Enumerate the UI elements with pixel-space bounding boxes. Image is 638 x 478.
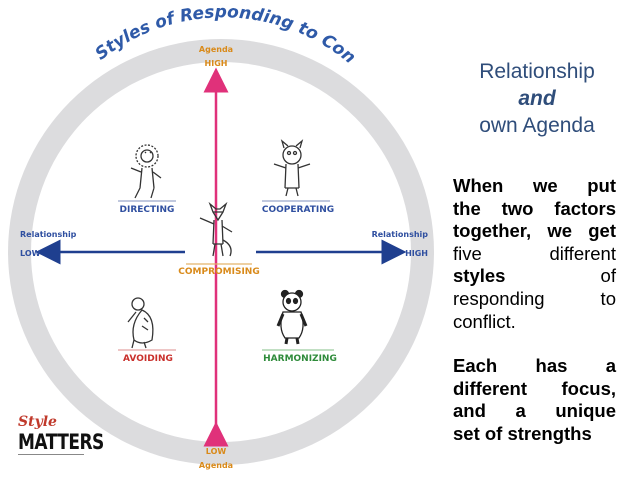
heading-relationship: Relationship bbox=[479, 60, 595, 83]
para1-line-3: together, we get bbox=[453, 220, 616, 242]
para1-line-2: the two factors bbox=[453, 197, 616, 219]
agenda-high-label: Agenda bbox=[199, 45, 233, 54]
agenda-low-label: Agenda bbox=[199, 461, 233, 470]
cooperating-figure-icon bbox=[273, 139, 311, 197]
explanation-text: When we put the two factors together, we… bbox=[453, 175, 616, 446]
side-heading: Relationship and own Agenda bbox=[452, 58, 622, 139]
harmonizing-label: HARMONIZING bbox=[263, 354, 337, 364]
conflict-styles-diagram: Five Styles of Responding to Conflict Ag… bbox=[0, 0, 434, 470]
para2-line-4: set of strengths bbox=[453, 422, 592, 444]
para2-line-2: different focus, bbox=[453, 377, 616, 399]
turtle-icon bbox=[127, 297, 154, 349]
para1-line-5: styles of bbox=[453, 265, 616, 287]
cooperating-label: COOPERATING bbox=[262, 205, 334, 215]
heading-own-agenda: own Agenda bbox=[479, 114, 595, 137]
logo-style-text: Style bbox=[18, 414, 57, 430]
para1-line-4: five different bbox=[453, 242, 616, 264]
para2-line-3: and a unique bbox=[453, 400, 616, 422]
panda-icon bbox=[276, 289, 308, 345]
para1-line-1: When we put bbox=[453, 175, 616, 196]
compromising-label: COMPROMISING bbox=[178, 267, 259, 277]
avoiding-label: AVOIDING bbox=[123, 354, 173, 364]
fox-icon bbox=[199, 201, 233, 257]
para1-line-6: responding to bbox=[453, 287, 616, 309]
relationship-high-label: Relationship bbox=[372, 230, 429, 239]
directing-label: DIRECTING bbox=[120, 205, 175, 215]
lion-icon bbox=[130, 144, 162, 199]
agenda-low-value: LOW bbox=[206, 447, 227, 456]
relationship-high-value: HIGH bbox=[405, 249, 428, 258]
para1-line-7: conflict. bbox=[453, 310, 516, 332]
logo-matters-text: MATTERS bbox=[18, 430, 104, 455]
relationship-low-label: Relationship bbox=[20, 230, 77, 239]
para2-line-1: Each has a bbox=[453, 355, 616, 377]
agenda-high-value: HIGH bbox=[205, 59, 228, 68]
style-matters-logo: Style MATTERS bbox=[18, 414, 104, 462]
heading-and: and bbox=[518, 87, 556, 110]
logo-underline bbox=[18, 454, 84, 458]
relationship-low-value: LOW bbox=[20, 249, 41, 258]
